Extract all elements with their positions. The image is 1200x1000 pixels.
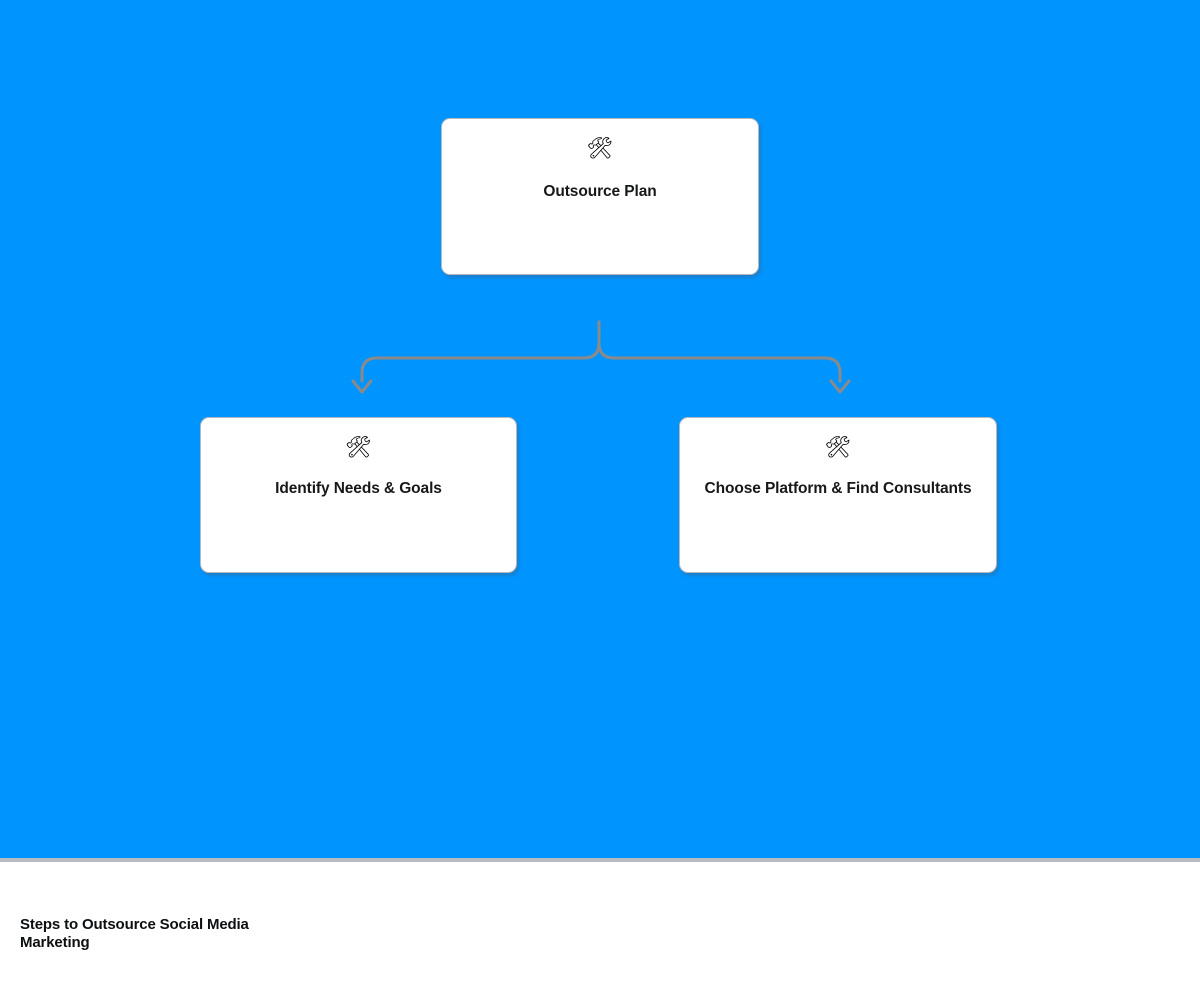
- hammer-and-wrench-icon: 🛠: [586, 137, 614, 160]
- hammer-and-wrench-icon: 🛠: [345, 436, 372, 459]
- node-label: Outsource Plan: [543, 183, 657, 200]
- page-title: Steps to Outsource Social Media Marketin…: [20, 916, 249, 951]
- footer-area: Steps to Outsource Social Media Marketin…: [0, 862, 1200, 1000]
- diagram-canvas: 🛠 Outsource Plan 🛠 Identify Needs & Goal…: [0, 0, 1200, 858]
- hammer-and-wrench-icon: 🛠: [824, 436, 852, 459]
- node-label: Identify Needs & Goals: [275, 480, 442, 497]
- node-choose-platform-find-consultants[interactable]: 🛠 Choose Platform & Find Consultants: [679, 417, 997, 573]
- node-outsource-plan[interactable]: 🛠 Outsource Plan: [441, 118, 759, 275]
- canvas-divider: [0, 858, 1200, 862]
- node-label: Choose Platform & Find Consultants: [704, 480, 972, 497]
- node-identify-needs-goals[interactable]: 🛠 Identify Needs & Goals: [200, 417, 517, 573]
